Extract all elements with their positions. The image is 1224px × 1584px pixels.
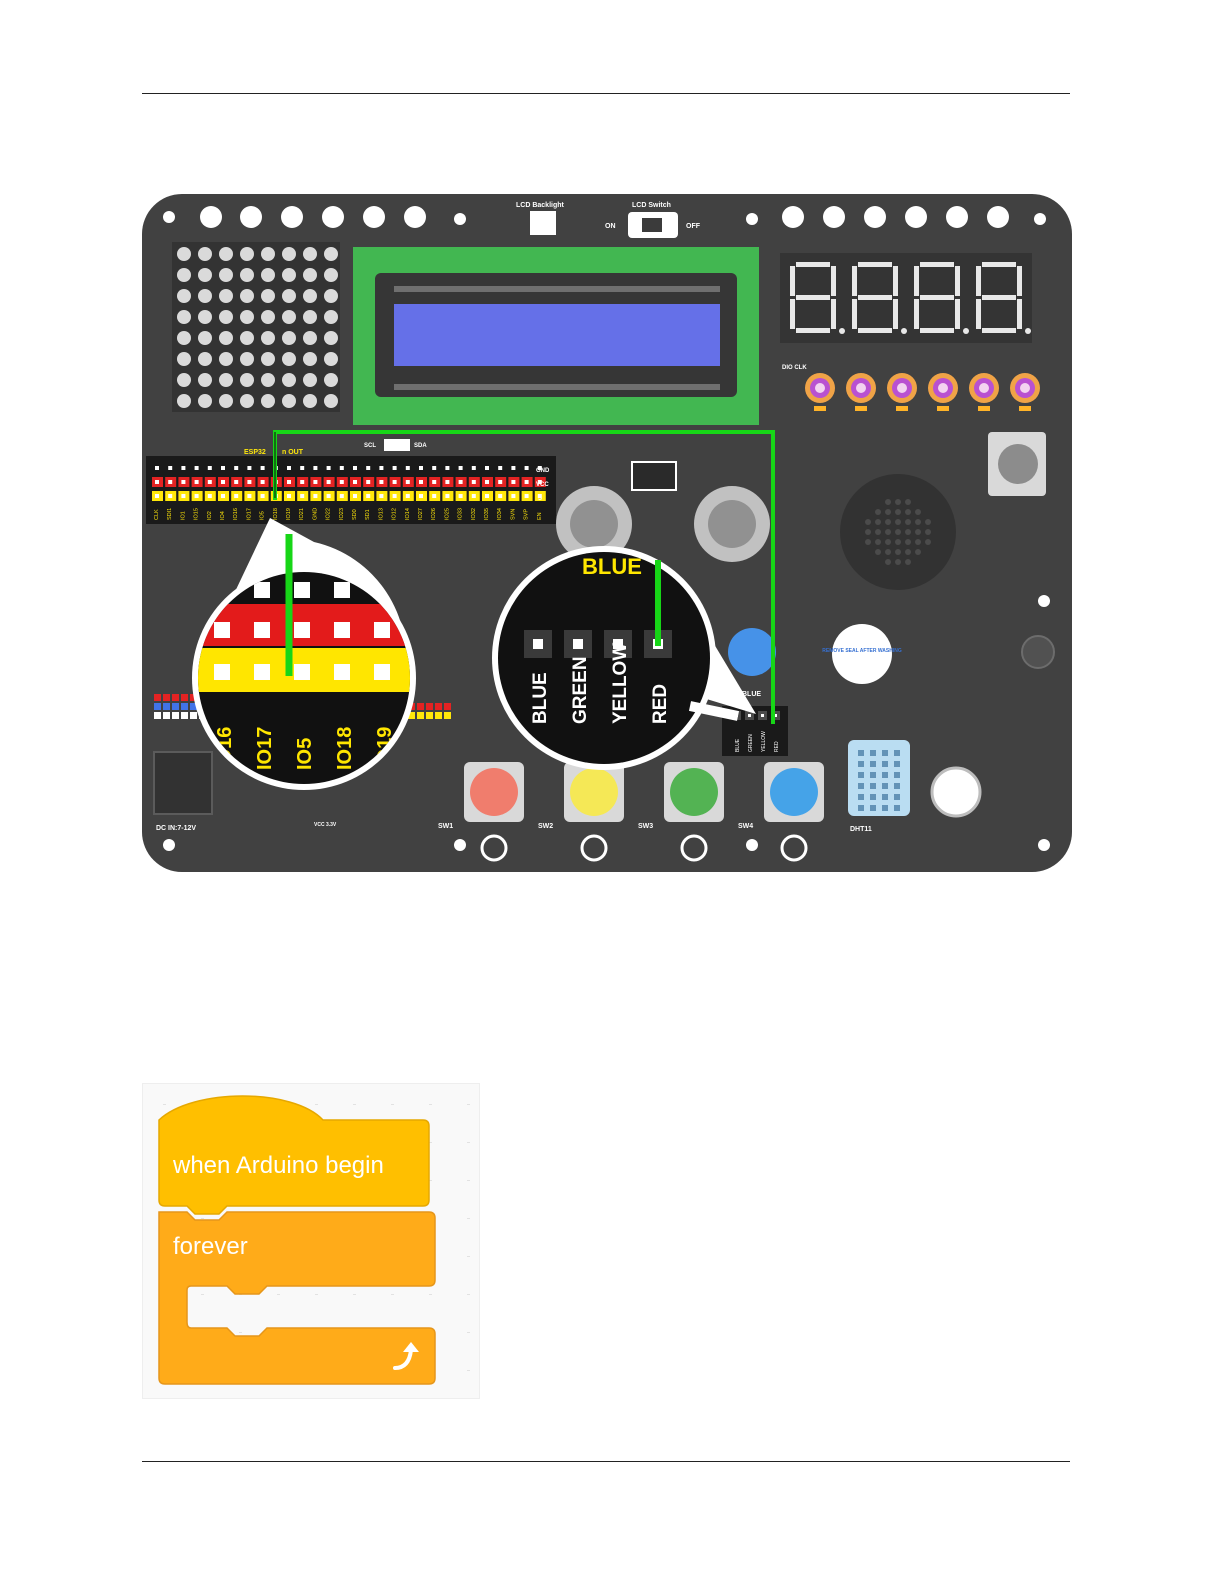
pin-strip-label: IO14: [405, 508, 411, 520]
board-illustration: LCD Backlight LCD Switch ON OFF DIO CLK …: [142, 194, 1072, 872]
wiring-diagram: LCD Backlight LCD Switch ON OFF DIO CLK …: [142, 194, 1072, 872]
pin-strip-label: SD0: [352, 509, 358, 520]
top-holes: [163, 206, 1050, 851]
pin-strip-label: IO17: [246, 508, 252, 520]
pin-strip-label: IO4: [220, 511, 226, 520]
switch-label: SW2: [538, 823, 553, 830]
gnd-label: GND: [536, 468, 550, 474]
pin-out-label: n OUT: [282, 449, 304, 456]
pin-strip-label: IO33: [458, 508, 464, 520]
pin-strip-label: IO15: [194, 508, 200, 520]
pin-strip-label: IO27: [418, 508, 424, 520]
switch-label: SW1: [438, 823, 453, 830]
traffic-light-module-pins: BLUE GREEN YELLOW RED: [732, 711, 780, 752]
module-pin-label: YELLOW: [761, 731, 767, 752]
right-zoom-pin-label: GREEN: [570, 656, 591, 724]
pin-strip-label: IO18: [273, 508, 279, 520]
pin-strip-label: IO23: [339, 508, 345, 520]
lcd-backlight-jumper: [530, 211, 556, 235]
pin-strip-label: SVP: [524, 509, 530, 520]
switch-on-label: ON: [605, 223, 616, 230]
switch-label: SW4: [738, 823, 753, 830]
pin-strip-label: IO21: [299, 508, 305, 520]
repeat-arrow-icon: [393, 1342, 419, 1370]
header-pins: CLK SDI1 IO1 IO15 IO2 IO4 IO16 IO17 IO5 IO18 IO19 I…: [152, 463, 546, 520]
header-rule: [142, 93, 1070, 94]
left-zoom-pin-label: IO5: [294, 738, 316, 770]
light-sensor: [1021, 635, 1055, 669]
sda-label: SDA: [414, 443, 427, 449]
forever-block-label: forever: [173, 1233, 248, 1260]
pin-strip-label: EN: [537, 512, 543, 520]
buzzer: [832, 624, 892, 684]
hat-block-label: when Arduino begin: [172, 1152, 384, 1179]
s-label: S: [538, 496, 542, 502]
pin-strip-label: SVN: [510, 509, 516, 520]
blue-led-label: BLUE: [742, 691, 761, 698]
left-zoom-pin-label: IO18: [334, 727, 356, 770]
pin-strip-label: IO12: [392, 508, 398, 520]
module-pin-label: RED: [774, 741, 780, 752]
scl-label: SCL: [364, 443, 376, 449]
pin-strip-label: IO35: [484, 508, 490, 520]
right-zoom-callout: BLUE BLUE GREEN YELLOW RED: [492, 546, 756, 770]
pin-strip-label: IO19: [286, 508, 292, 520]
code-blocks: when Arduino begin forever: [158, 1095, 470, 1385]
switch-label: SW3: [638, 823, 653, 830]
vcc-33-label: VCC 3.3V: [314, 822, 337, 828]
pin-strip-label: SDI1: [167, 508, 173, 520]
right-zoom-pin-label: YELLOW: [610, 643, 631, 724]
forever-block[interactable]: [158, 1211, 436, 1385]
right-zoom-pin-label: BLUE: [530, 672, 551, 724]
pin-strip-label: IO1: [180, 511, 186, 520]
left-zoom-pin-label: IO17: [254, 727, 276, 770]
push-buttons: SW1 SW2 SW3 SW4: [438, 762, 824, 862]
remove-seal-label: REMOVE SEAL AFTER WASHING: [822, 648, 902, 654]
led-row: [805, 373, 1040, 411]
switch-off-label: OFF: [686, 223, 701, 230]
blue-led: [728, 628, 776, 676]
pin-strip-label: IO32: [471, 508, 477, 520]
pin-strip-label: GND: [312, 508, 318, 520]
right-zoom-pin-label: RED: [650, 684, 671, 724]
pin-strip-label: IO26: [431, 508, 437, 520]
lcd-switch-knob: [642, 218, 662, 232]
pin-strip-label: IO16: [233, 508, 239, 520]
dot-matrix: [172, 242, 340, 412]
code-blocks-panel: when Arduino begin forever: [142, 1083, 480, 1399]
hat-block[interactable]: [158, 1095, 430, 1215]
pin-strip-label: IO22: [326, 508, 332, 520]
lcd-switch-label: LCD Switch: [632, 202, 671, 209]
pir-lens: [930, 766, 982, 818]
seven-segment-digits: [790, 262, 1031, 334]
right-zoom-top-label: BLUE: [582, 554, 642, 579]
esp32-label: ESP32: [244, 449, 266, 456]
footer-rule: [142, 1461, 1070, 1462]
vcc-label: VCC: [536, 482, 549, 488]
pin-strip-label: IO2: [207, 511, 213, 520]
module-pin-label: BLUE: [735, 738, 741, 752]
power-jack: [153, 751, 213, 815]
lcd-backlight-label: LCD Backlight: [516, 202, 565, 209]
dht11-label: DHT11: [850, 826, 872, 833]
pin-strip-label: IO13: [378, 508, 384, 520]
pin-strip-label: SD1: [365, 509, 371, 520]
dc-in-label: DC IN:7-12V: [156, 825, 196, 832]
module-pin-label: GREEN: [748, 734, 754, 752]
pin-strip-label: CLK: [154, 509, 160, 520]
lcd-screen: [394, 304, 720, 366]
pin-strip-label: IO25: [444, 508, 450, 520]
pin-strip-label: IO34: [497, 508, 503, 520]
dio-clk-label: DIO CLK: [782, 365, 807, 371]
pin-strip-label: IO5: [260, 511, 266, 520]
